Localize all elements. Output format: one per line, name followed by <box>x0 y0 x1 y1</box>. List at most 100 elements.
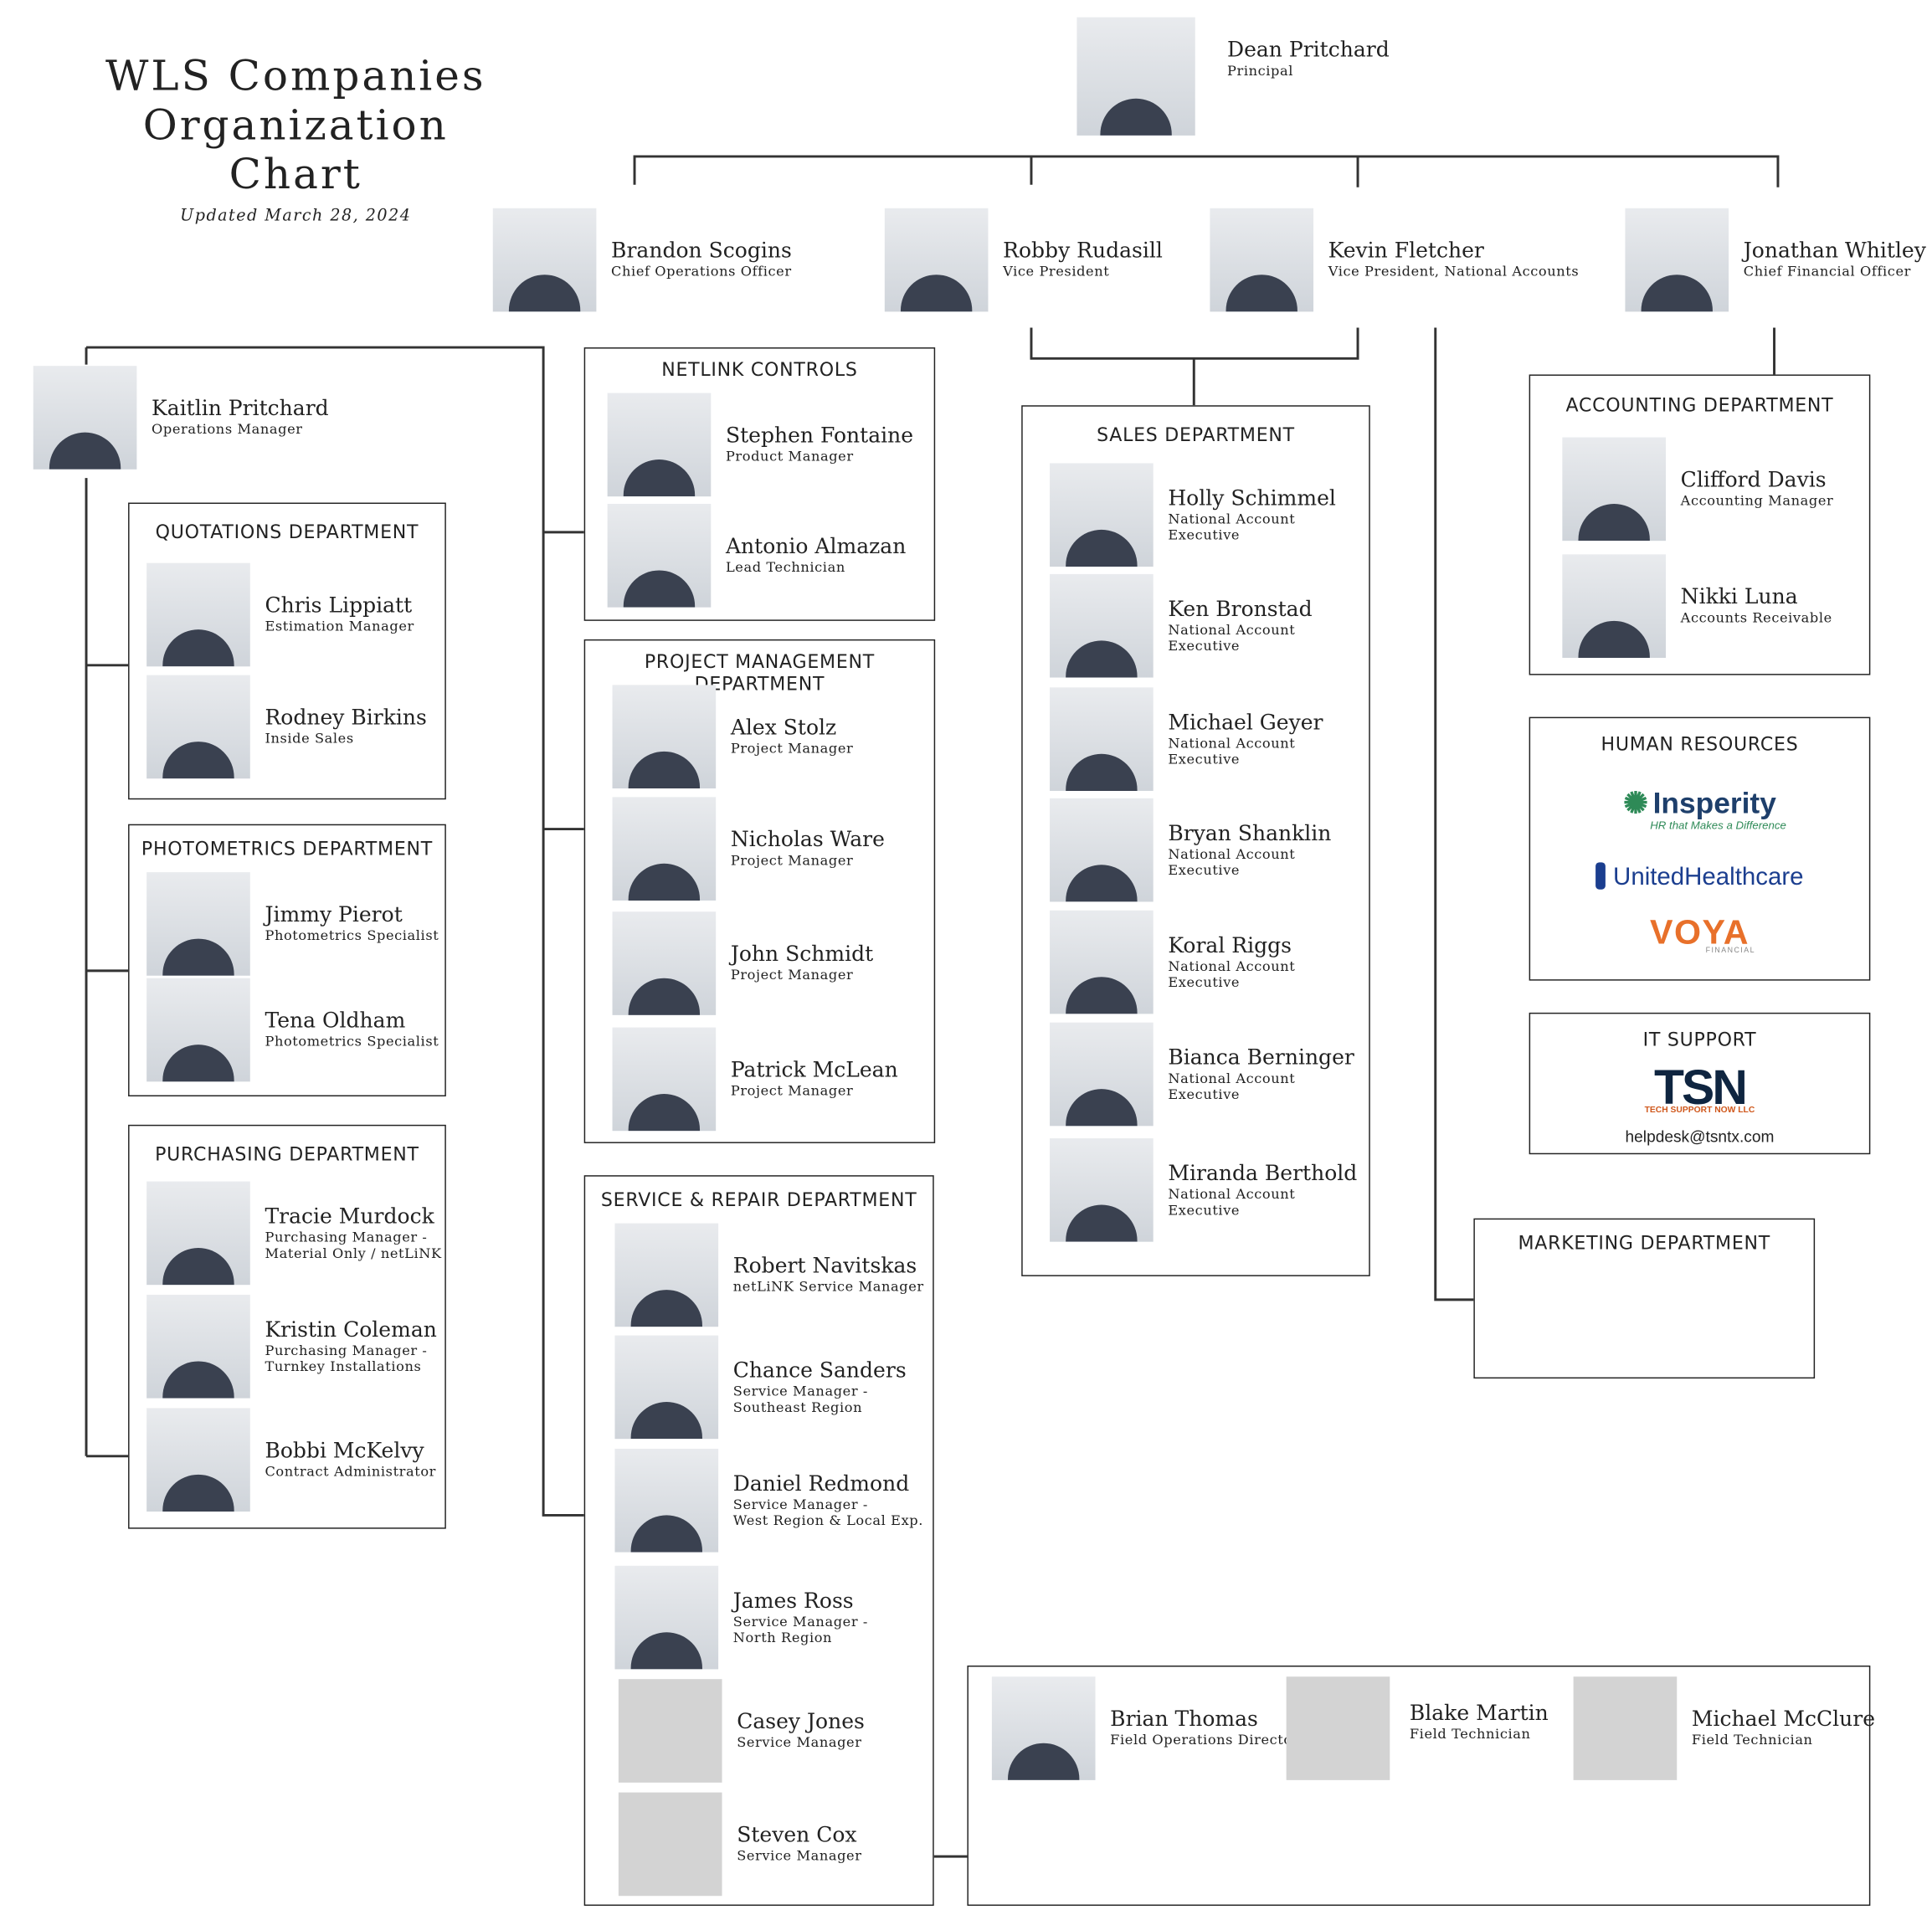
service-repair-department: SERVICE & REPAIR DEPARTMENT Robert Navit… <box>583 1175 934 1907</box>
title-line-1: WLS Companies <box>105 51 486 101</box>
person-role: National Account Executive <box>1168 845 1296 878</box>
portrait-photo <box>1562 554 1667 658</box>
person-role: Service Manager - North Region <box>732 1613 868 1645</box>
portrait-photo <box>492 208 597 312</box>
portrait-photo <box>1050 573 1154 678</box>
portrait-photo <box>1050 463 1154 567</box>
unitedhealthcare-logo: UnitedHealthcare <box>1530 862 1869 891</box>
person-name: Antonio Almazan <box>725 534 907 560</box>
person-name: Nikki Luna <box>1680 585 1798 610</box>
person-name: Ken Bronstad <box>1168 597 1313 622</box>
person-name: Stephen Fontaine <box>725 424 914 449</box>
person-role: Operations Manager <box>152 421 303 438</box>
person-name: Kevin Fletcher <box>1328 239 1484 264</box>
chart-title: WLS Companies Organization Chart Updated… <box>74 52 517 226</box>
person-role: National Account Executive <box>1168 1070 1296 1102</box>
department-title: PROJECT MANAGEMENT DEPARTMENT <box>644 650 875 696</box>
person-role: Accounts Receivable <box>1680 609 1832 626</box>
portrait-photo <box>146 1181 250 1286</box>
helpdesk-email[interactable]: helpdesk@tsntx.com <box>1625 1127 1775 1146</box>
marketing-department: MARKETING DEPARTMENT <box>1473 1218 1816 1379</box>
department-title: ACCOUNTING DEPARTMENT <box>1565 394 1834 417</box>
department-title: IT SUPPORT <box>1642 1029 1757 1051</box>
person-name: Koral Riggs <box>1168 932 1292 958</box>
person-role: Chief Operations Officer <box>611 263 792 280</box>
portrait-photo <box>607 393 712 497</box>
person-name: Rodney Birkins <box>265 706 427 731</box>
department-title: SALES DEPARTMENT <box>1097 424 1295 446</box>
person-name: Nicholas Ware <box>730 828 885 853</box>
person-role: Principal <box>1227 63 1294 80</box>
person-role: National Account Executive <box>1168 511 1296 543</box>
uhc-wordmark: UnitedHealthcare <box>1613 863 1804 891</box>
department-title: PURCHASING DEPARTMENT <box>155 1142 419 1166</box>
portrait-photo <box>884 208 989 312</box>
person-name: Brandon Scogins <box>611 239 792 264</box>
person-name: Patrick McLean <box>730 1058 898 1083</box>
photo-placeholder <box>618 1792 722 1897</box>
person-name: Bryan Shanklin <box>1168 821 1332 846</box>
person-role: National Account Executive <box>1168 1185 1296 1218</box>
person-role: Estimation Manager <box>265 618 414 635</box>
person-role: Lead Technician <box>725 559 845 576</box>
person-name: Kristin Coleman <box>265 1317 437 1342</box>
person-role: netLiNK Service Manager <box>732 1278 924 1295</box>
portrait-photo <box>146 562 250 667</box>
portrait-photo <box>607 504 712 608</box>
person-role: Photometrics Specialist <box>265 1033 439 1050</box>
portrait-photo <box>1050 798 1154 902</box>
person-role: Service Manager - West Region & Local Ex… <box>732 1496 923 1528</box>
principal-card: Dean Pritchard Principal <box>1076 17 1390 136</box>
uhc-shield-icon <box>1595 862 1606 890</box>
person-role: Vice President, National Accounts <box>1328 263 1580 280</box>
portrait-photo <box>146 675 250 779</box>
person-name: Miranda Berthold <box>1168 1161 1358 1186</box>
title-line-2: Organization Chart <box>142 100 449 200</box>
insperity-logo: ✺Insperity <box>1530 786 1869 822</box>
person-name: Steven Cox <box>737 1823 857 1848</box>
portrait-photo <box>33 366 137 470</box>
person-name: Chance Sanders <box>732 1358 907 1383</box>
department-title: PHOTOMETRICS DEPARTMENT <box>141 837 433 860</box>
tsn-tagline: TECH SUPPORT NOW LLC <box>1644 1106 1755 1116</box>
portrait-photo <box>1050 910 1154 1014</box>
department-title: MARKETING DEPARTMENT <box>1518 1231 1770 1255</box>
person-name: Holly Schimmel <box>1168 485 1336 511</box>
person-role: Project Manager <box>730 967 854 983</box>
portrait-photo <box>614 1335 719 1440</box>
person-name: Jimmy Pierot <box>265 902 403 928</box>
portrait-photo <box>614 1565 719 1670</box>
portrait-photo <box>146 978 250 1082</box>
portrait-photo <box>614 1448 719 1553</box>
it-support: IT SUPPORT TSN TECH SUPPORT NOW LLC help… <box>1529 1012 1871 1155</box>
person-name: Tena Oldham <box>265 1009 406 1034</box>
person-name: Bianca Berninger <box>1168 1045 1354 1070</box>
photo-placeholder <box>1286 1676 1390 1780</box>
photo-placeholder <box>1573 1676 1678 1780</box>
person-role: Vice President <box>1003 263 1110 280</box>
